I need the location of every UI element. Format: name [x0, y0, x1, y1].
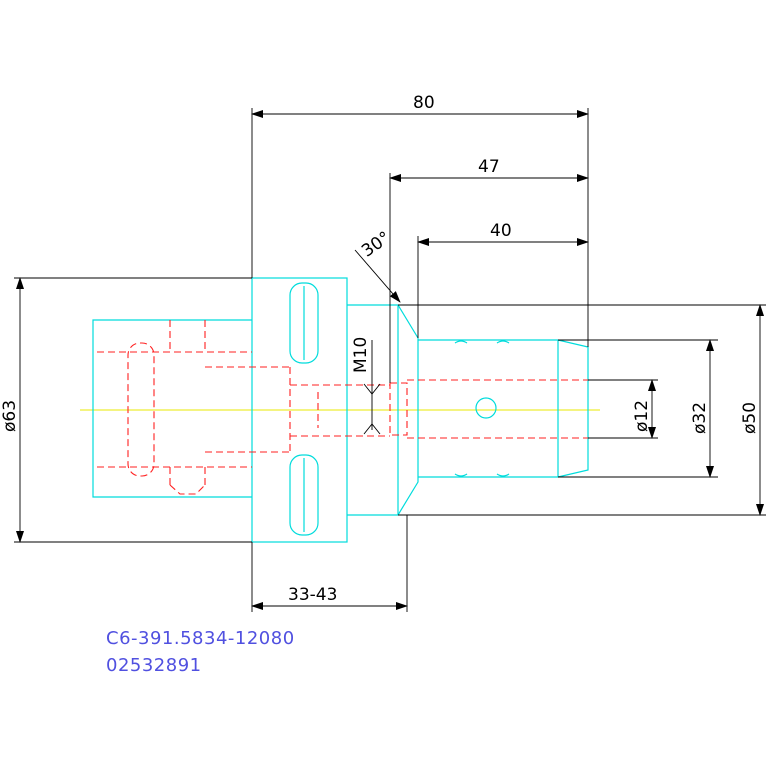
dim-12-label: ø12	[632, 400, 652, 432]
order-number: 02532891	[106, 655, 202, 676]
dim-30deg-label: 30°	[358, 228, 394, 262]
dim-m10-label: M10	[351, 337, 371, 373]
part-number: C6-391.5834-12080	[106, 628, 295, 649]
part-outline	[92, 277, 589, 543]
dim-47-label: 47	[478, 157, 500, 177]
dim-80-label: 80	[413, 93, 435, 113]
hidden-features	[97, 320, 588, 495]
dim-40-label: 40	[490, 221, 512, 241]
dimension-lines	[14, 108, 766, 612]
dim-32-label: ø32	[690, 402, 710, 434]
dim-33-43-label: 33-43	[288, 585, 337, 605]
dim-50-label: ø50	[740, 402, 760, 434]
dim-63-label: ø63	[0, 400, 20, 432]
